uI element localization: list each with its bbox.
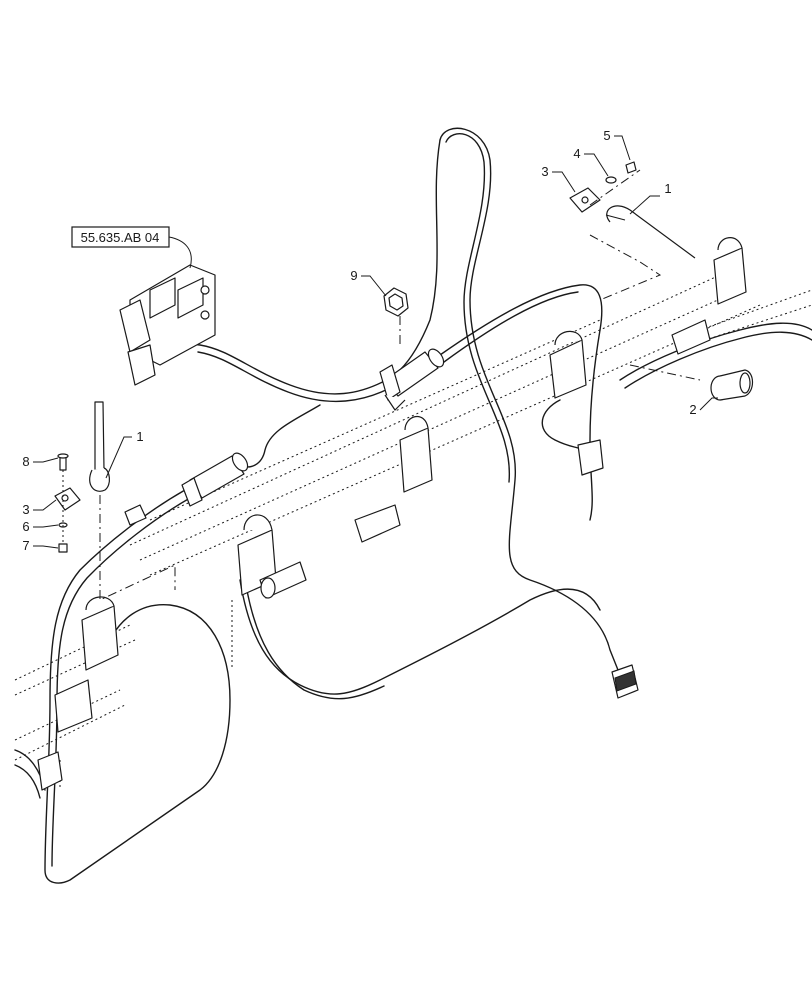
assembly-guides — [99, 234, 701, 601]
end-connector — [611, 664, 639, 699]
callout-8: 8 — [22, 454, 59, 469]
cap-part-2 — [710, 369, 754, 401]
clamp-hardware-left — [54, 453, 81, 553]
callout-label: 5 — [603, 128, 610, 143]
callout-label: 6 — [22, 519, 29, 534]
cable-tie-right-part-1 — [605, 205, 696, 259]
callout-3-right: 3 — [541, 164, 576, 193]
callout-label: 3 — [541, 164, 548, 179]
callout-6: 6 — [22, 519, 59, 534]
callout-7: 7 — [22, 538, 59, 553]
callout-label: 8 — [22, 454, 29, 469]
callout-label: 9 — [350, 268, 357, 283]
callout-3-left: 3 — [22, 499, 57, 517]
callout-label: 4 — [573, 146, 580, 161]
nozzle-bodies — [37, 237, 747, 791]
callout-label: 2 — [689, 402, 696, 417]
callout-label: 7 — [22, 538, 29, 553]
callout-1-right: 1 — [629, 181, 672, 215]
callout-label: 1 — [664, 181, 671, 196]
callout-label: 1 — [136, 429, 143, 444]
callout-1-left: 1 — [105, 429, 144, 479]
control-module — [119, 264, 216, 386]
main-inline-connector — [379, 348, 445, 411]
callout-9: 9 — [350, 268, 387, 297]
center-inline-connector — [181, 452, 249, 507]
clamp-hardware-right — [569, 161, 641, 213]
grommet-part-9 — [383, 287, 409, 317]
reference-tag: 55.635.AB 04 — [71, 226, 192, 269]
cable-tie-left-part-1 — [89, 401, 110, 492]
callout-label: 3 — [22, 502, 29, 517]
reference-label: 55.635.AB 04 — [81, 230, 160, 245]
callout-4: 4 — [573, 146, 609, 177]
callout-2: 2 — [689, 397, 718, 417]
callout-5: 5 — [603, 128, 631, 161]
